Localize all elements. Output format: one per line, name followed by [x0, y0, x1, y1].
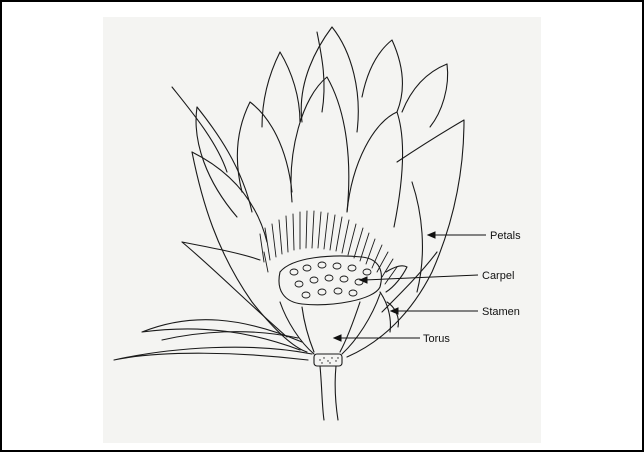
thalamus-dots [319, 357, 338, 363]
petal-right-outer [347, 120, 464, 357]
stalk [314, 354, 342, 420]
label-torus: Torus [423, 333, 450, 345]
stamen-fringe [260, 211, 397, 284]
label-petals: Petals [490, 230, 521, 242]
petal-middle [172, 77, 403, 227]
stamen-pointer [391, 308, 478, 314]
petal-back [262, 27, 448, 132]
petals-pointer [428, 232, 486, 238]
label-stamen: Stamen [482, 306, 520, 318]
stamen-right [380, 266, 407, 332]
label-carpel: Carpel [482, 270, 514, 282]
sepal-left-lower [114, 320, 312, 360]
